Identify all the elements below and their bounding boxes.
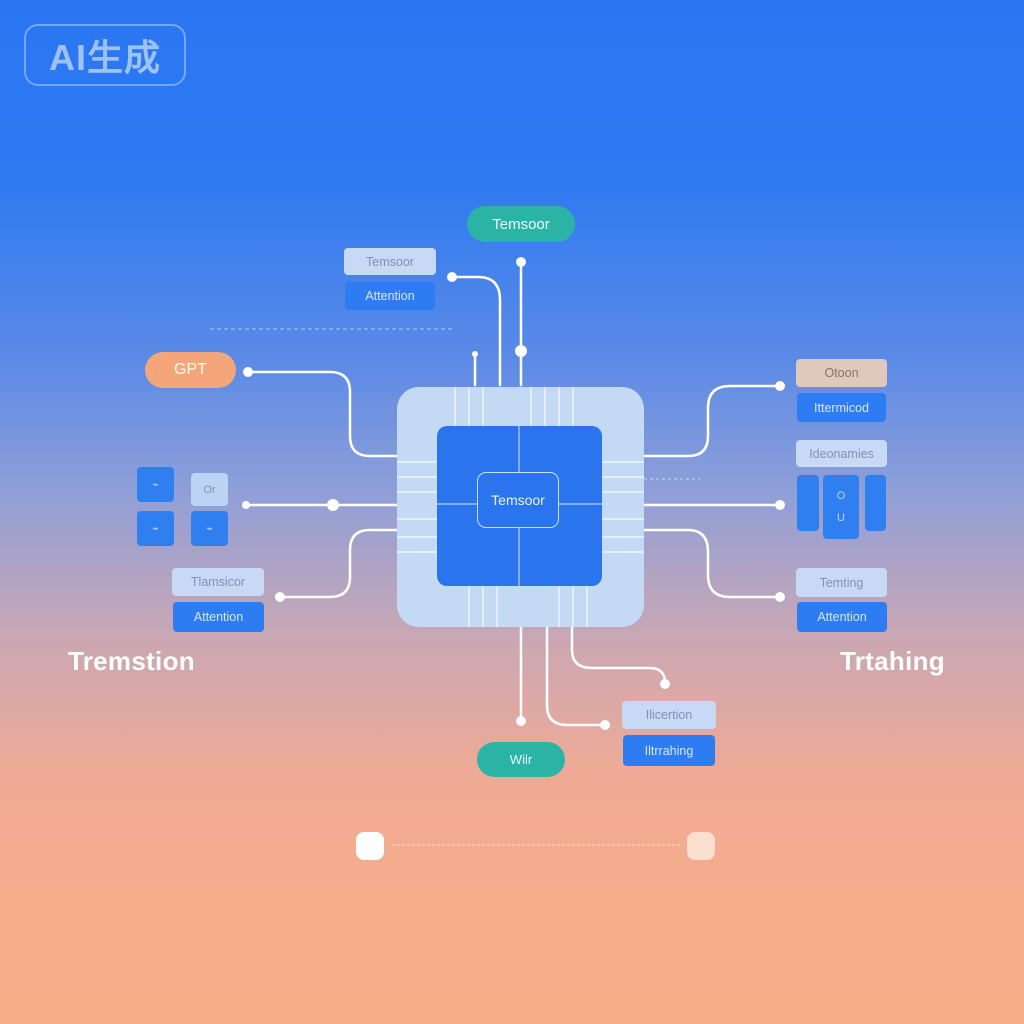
- right-mid-tile-top-text: O: [836, 490, 846, 502]
- right-mid-tile-bottom-text: U: [837, 512, 845, 524]
- ai-generated-watermark: AI生成: [24, 24, 186, 86]
- node-left-low: [275, 592, 285, 602]
- core-label: Temsoor: [477, 472, 559, 528]
- node-top-mid: [515, 345, 527, 357]
- wire-left-gpt: [246, 370, 399, 458]
- node-right-mid: [775, 500, 785, 510]
- left-grid-tile-2: Or: [191, 473, 228, 506]
- core-divider-lines: [437, 426, 602, 586]
- left-grid-tile-3: ⌁: [137, 511, 174, 546]
- node-left-mid-a: [242, 501, 250, 509]
- wire-bottom-right: [570, 625, 667, 685]
- node-right-top: [775, 381, 785, 391]
- gpt-pill: GPT: [145, 352, 236, 388]
- chip-pin-lines: [397, 387, 644, 627]
- right-top-label-bottom: Ittermicod: [797, 393, 886, 422]
- left-lower-label-top: Tlamsicor: [172, 568, 264, 596]
- bottom-node-pill: Wilr: [477, 742, 565, 777]
- wire-top-curve: [450, 275, 502, 387]
- right-lower-label-top: Temting: [796, 568, 887, 597]
- node-left-gpt: [243, 367, 253, 377]
- wire-bottom-mid: [545, 625, 606, 727]
- top-left-label-bottom: Attention: [345, 282, 435, 310]
- right-lower-label-bottom: Attention: [797, 602, 887, 632]
- node-right-low: [775, 592, 785, 602]
- timeline-end-dot: [687, 832, 715, 860]
- wire-right-top: [642, 384, 782, 458]
- right-mid-label: Ideonamies: [796, 440, 887, 467]
- node-bottom-right: [660, 679, 670, 689]
- node-bottom-mid: [600, 720, 610, 730]
- node-top-curve: [447, 272, 457, 282]
- right-top-label-top: Otoon: [796, 359, 887, 387]
- top-left-label-top: Temsoor: [344, 248, 436, 275]
- timeline-start-dot: [356, 832, 384, 860]
- left-section-title: Tremstion: [68, 646, 195, 676]
- right-section-title: Trtahing: [840, 646, 945, 676]
- bottom-right-label-bottom: Iltrrahing: [623, 735, 715, 766]
- bottom-right-label-top: Ilicertion: [622, 701, 716, 729]
- left-grid-tile-4: ⌁: [191, 511, 228, 546]
- right-mid-tile-center: O U: [823, 475, 859, 539]
- wire-right-low: [642, 528, 782, 599]
- wire-left-low: [278, 528, 399, 599]
- node-left-mid-b: [327, 499, 339, 511]
- right-mid-bar-left: [797, 475, 819, 531]
- node-bottom-left: [516, 716, 526, 726]
- top-node-pill: Temsoor: [467, 206, 575, 242]
- node-top-short: [472, 351, 478, 357]
- right-mid-bar-right: [865, 475, 886, 531]
- node-top-end: [516, 257, 526, 267]
- left-lower-label-bottom: Attention: [173, 602, 264, 632]
- left-grid-tile-1: ⌁: [137, 467, 174, 502]
